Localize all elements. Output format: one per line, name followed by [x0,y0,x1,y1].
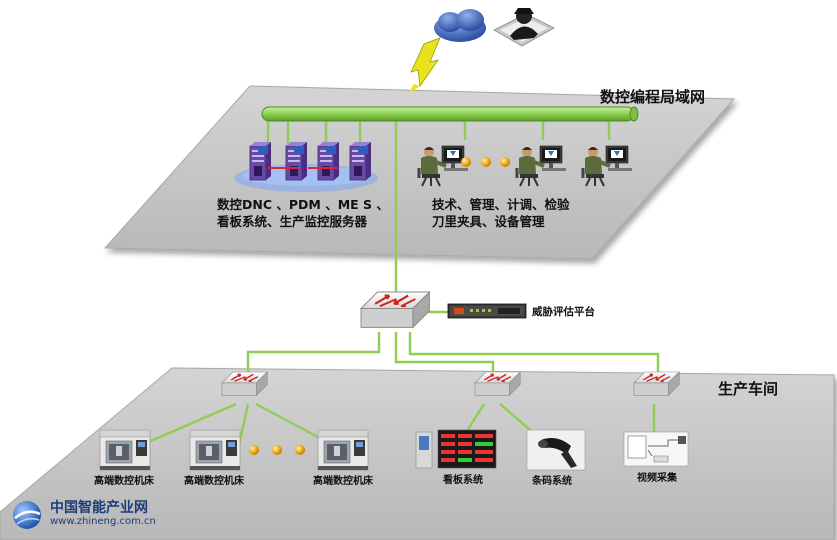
server-cluster [234,141,378,192]
ellipsis-dots [249,445,305,455]
kanban-label: 看板系统 [443,475,483,486]
cnc-machine-1-icon [99,429,151,471]
internet-cloud-icon [434,9,486,42]
cnc-machine-2-icon [189,429,241,471]
workshop-title: 生产车间 [718,380,779,398]
lan-bus [261,106,639,122]
core-switch-icon [359,290,431,329]
barcode-scanner-icon [526,429,586,471]
logo-url: www.zhineng.com.cn [50,516,156,527]
lightning-icon [408,37,441,94]
video-label: 视频采集 [637,473,677,484]
threat-platform-device-icon [447,303,527,319]
staff-label: 技术、管理、计调、检验 刀里夹具、设备管理 [432,196,570,230]
threat-platform-label: 威胁评估平台 [532,306,595,318]
cnc-machine-3-icon [317,429,369,471]
logo-globe-icon [13,501,41,529]
staff-label-line-1: 技术、管理、计调、检验 [432,197,570,212]
server-label-line-1: 数控DNC 、PDM 、ME S 、 [217,197,389,212]
staff-label-line-2: 刀里夹具、设备管理 [432,214,545,229]
lan-title: 数控编程局域网 [600,88,706,106]
cnc-machine-3-label: 高端数控机床 [313,476,373,487]
engineer-workstations [417,144,634,188]
server-label-line-2: 看板系统、生产监控服务器 [217,214,368,229]
barcode-label: 条码系统 [532,476,572,487]
hacker-laptop-icon [493,8,555,47]
server-label: 数控DNC 、PDM 、ME S 、 看板系统、生产监控服务器 [217,196,389,230]
site-logo: 中国智能产业网 www.zhineng.com.cn [12,498,156,532]
cnc-machine-1-label: 高端数控机床 [94,476,154,487]
video-capture-icon [623,431,689,467]
cnc-machine-2-label: 高端数控机床 [184,476,244,487]
logo-name: 中国智能产业网 [50,500,148,516]
kanban-board-icon [415,429,497,469]
